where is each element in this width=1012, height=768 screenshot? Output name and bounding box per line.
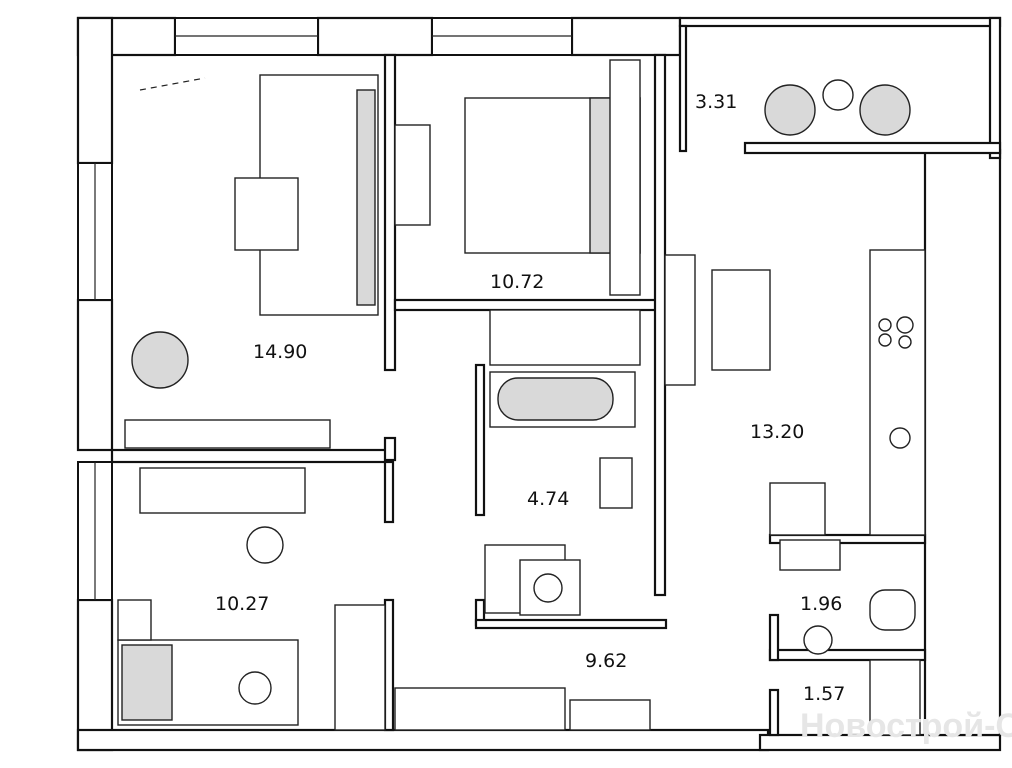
room-area-kitchen: 13.20 bbox=[750, 421, 804, 443]
room-area-balcony: 3.31 bbox=[695, 91, 737, 113]
room-area-hallway: 9.62 bbox=[585, 650, 627, 672]
watermark: Новострой-СПб bbox=[800, 707, 1012, 745]
room-area-bedroom: 10.72 bbox=[490, 271, 544, 293]
furniture bbox=[117, 59, 926, 736]
room-area-bathroom: 4.74 bbox=[527, 488, 569, 510]
windows bbox=[77, 17, 573, 601]
room-area-bedroom-2: 10.27 bbox=[215, 593, 269, 615]
walls bbox=[76, 16, 1002, 752]
room-labels: 14.90 10.72 3.31 13.20 4.74 10.27 9.62 1… bbox=[215, 91, 845, 705]
room-area-living: 14.90 bbox=[253, 341, 307, 363]
room-area-toilet: 1.96 bbox=[800, 593, 842, 615]
room-area-storage: 1.57 bbox=[803, 683, 845, 705]
